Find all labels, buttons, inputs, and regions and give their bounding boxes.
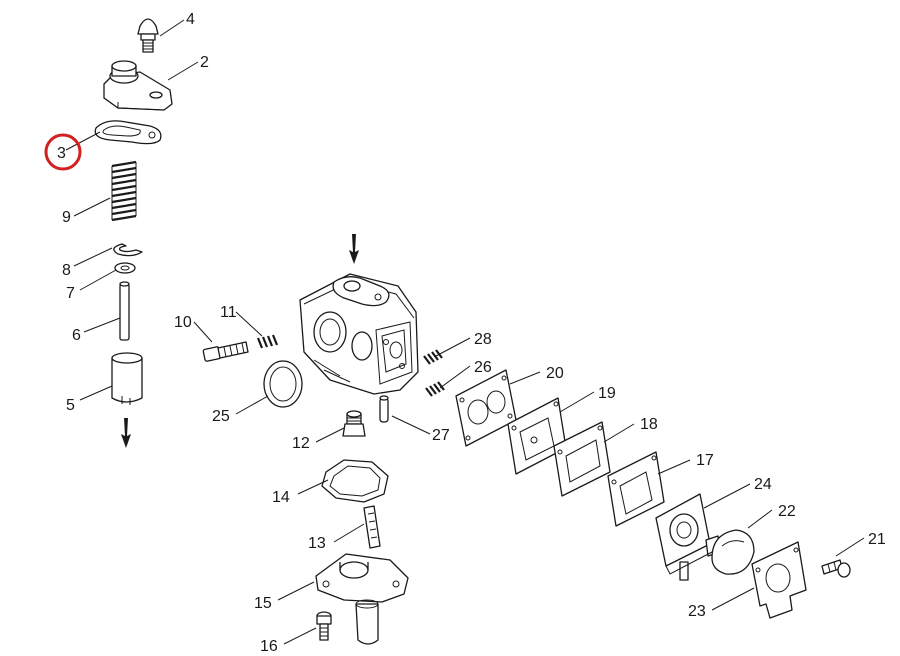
part-11-spring <box>256 334 279 349</box>
label-part-20: 20 <box>546 365 564 382</box>
label-part-4: 4 <box>186 11 195 28</box>
part-16-screw <box>316 611 332 641</box>
part-7-washer <box>114 262 136 274</box>
label-part-5: 5 <box>66 397 75 414</box>
label-part-11: 11 <box>220 304 237 321</box>
leader-lines <box>65 19 865 645</box>
part-22-primer-bulb <box>711 529 755 575</box>
label-part-24: 24 <box>754 476 772 493</box>
label-part-15: 15 <box>254 595 272 612</box>
label-part-13: 13 <box>308 535 326 552</box>
part-9-spring <box>111 160 137 222</box>
label-part-19: 19 <box>598 385 616 402</box>
part-4-screw <box>137 18 159 53</box>
label-part-3: 3 <box>57 145 66 162</box>
label-part-21: 21 <box>868 531 886 548</box>
part-15-cover <box>315 553 409 645</box>
part-10-screw <box>202 341 249 362</box>
part-8-clip <box>113 243 143 257</box>
part-17-diaphragm <box>607 451 665 527</box>
label-part-16: 16 <box>260 638 278 655</box>
label-part-27: 27 <box>432 427 450 444</box>
label-part-7: 7 <box>66 285 75 302</box>
part-26-spring <box>425 381 445 397</box>
label-part-23: 23 <box>688 603 706 620</box>
part-18-gasket <box>553 421 611 497</box>
part-13-strip <box>363 505 381 549</box>
label-part-12: 12 <box>292 435 310 452</box>
part-20-gasket <box>455 369 517 447</box>
part-21-screw <box>821 559 851 578</box>
part-25-oring <box>263 360 303 408</box>
arrow-down-top-center <box>349 234 359 264</box>
part-14-gasket <box>321 459 389 503</box>
carburetor-body <box>299 273 419 395</box>
highlight-circle <box>44 133 82 171</box>
part-12-fitting <box>342 410 366 437</box>
label-part-14: 14 <box>272 489 290 506</box>
label-part-17: 17 <box>696 452 714 469</box>
label-part-10: 10 <box>174 314 192 331</box>
part-27-pin <box>379 395 389 423</box>
part-23-plate <box>751 541 807 619</box>
label-part-6: 6 <box>72 327 81 344</box>
label-part-22: 22 <box>778 503 796 520</box>
part-28-spring <box>423 349 443 365</box>
label-part-8: 8 <box>62 262 71 279</box>
label-part-2: 2 <box>200 54 209 71</box>
part-2-housing <box>103 60 173 111</box>
label-part-9: 9 <box>62 209 71 226</box>
part-6-needle <box>119 281 130 341</box>
label-part-18: 18 <box>640 416 658 433</box>
part-24-pump-cover <box>655 493 721 581</box>
part-5-sleeve <box>111 352 143 405</box>
label-part-28: 28 <box>474 331 492 348</box>
label-part-25: 25 <box>212 408 230 425</box>
part-3-gasket <box>94 120 162 145</box>
part-labels: 4 2 3 9 8 7 6 5 10 11 25 12 27 28 26 20 … <box>57 11 886 655</box>
arrow-down-lower-left <box>121 418 131 448</box>
label-part-26: 26 <box>474 359 492 376</box>
